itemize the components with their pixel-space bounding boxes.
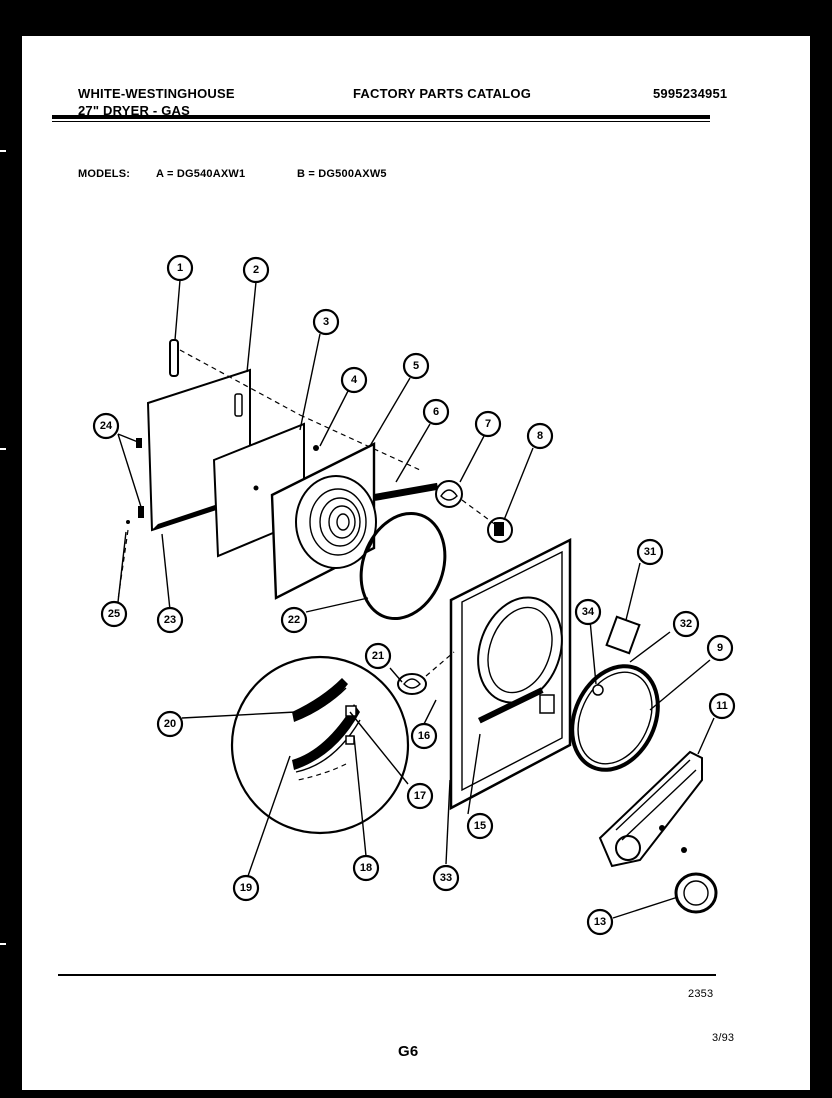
liner-screw: [313, 445, 319, 451]
door-switch: [539, 694, 555, 714]
hinge-cover: [397, 673, 427, 695]
callout-18: 18: [352, 854, 380, 882]
catalog-title: FACTORY PARTS CATALOG: [353, 86, 532, 101]
callout-5: 5: [402, 352, 430, 380]
inner-panel-screw: [253, 485, 259, 491]
product-name: 27" DRYER - GAS: [78, 103, 190, 118]
door-liner-bowl: [295, 475, 377, 569]
detail-felt-seal: [292, 678, 348, 722]
svg-text:15: 15: [474, 820, 486, 832]
svg-text:21: 21: [372, 650, 384, 662]
callout-2: 2: [242, 256, 270, 284]
callout-20: 20: [156, 710, 184, 738]
scan-edge-mark: [0, 943, 6, 945]
svg-text:19: 19: [240, 882, 252, 894]
callout-21: 21: [364, 642, 392, 670]
door-hinge-pin: [169, 339, 179, 377]
drum-bearing: [674, 872, 718, 914]
svg-text:2: 2: [253, 264, 259, 276]
svg-text:13: 13: [594, 916, 606, 928]
svg-text:9: 9: [717, 642, 723, 654]
hinge-connector: [374, 482, 439, 501]
callout-34: 34: [574, 598, 602, 626]
callout-22: 22: [280, 606, 308, 634]
svg-text:16: 16: [418, 730, 430, 742]
callout-16: 16: [410, 722, 438, 750]
svg-text:4: 4: [351, 374, 358, 386]
door-screw-upper: [136, 438, 142, 448]
svg-text:31: 31: [644, 546, 656, 558]
callout-13: 13: [586, 908, 614, 936]
scan-edge-mark: [0, 150, 6, 152]
glide-clip: [592, 684, 604, 696]
callout-32: 32: [672, 610, 700, 638]
front-panel-opening: [477, 596, 563, 704]
callout-6: 6: [422, 398, 450, 426]
svg-text:7: 7: [485, 418, 491, 430]
header-rule: [52, 115, 710, 119]
model-b: B = DG500AXW5: [297, 168, 387, 180]
model-a: A = DG540AXW1: [156, 168, 246, 180]
callout-17: 17: [406, 782, 434, 810]
svg-text:17: 17: [414, 790, 426, 802]
callout-33: 33: [432, 864, 460, 892]
callout-8: 8: [526, 422, 554, 450]
callout-15: 15: [466, 812, 494, 840]
svg-text:34: 34: [582, 606, 595, 618]
callout-9: 9: [706, 634, 734, 662]
footer-rule: [58, 974, 716, 976]
door-gasket: [359, 511, 447, 621]
svg-text:5: 5: [413, 360, 419, 372]
callout-3: 3: [312, 308, 340, 336]
callout-11: 11: [708, 692, 736, 720]
svg-text:3: 3: [323, 316, 329, 328]
svg-text:25: 25: [108, 608, 120, 620]
callout-24: 24: [92, 412, 120, 440]
svg-text:1: 1: [177, 262, 183, 274]
svg-text:18: 18: [360, 862, 372, 874]
bearing-ring: [570, 664, 660, 772]
callout-23: 23: [156, 606, 184, 634]
callout-7: 7: [474, 410, 502, 438]
detail-trap-duct: [292, 704, 360, 770]
revision-date: 3/93: [712, 1032, 735, 1044]
catalog-number: 5995234951: [653, 86, 728, 101]
drum-glide: [605, 615, 641, 655]
page-number: G6: [398, 1043, 419, 1060]
door-washer: [126, 520, 130, 524]
svg-text:24: 24: [100, 420, 113, 432]
door-latch: [234, 393, 243, 417]
callout-19: 19: [232, 874, 260, 902]
svg-text:32: 32: [680, 618, 692, 630]
door-hinge: [435, 480, 463, 508]
scan-edge-mark: [0, 448, 6, 450]
callout-1: 1: [166, 254, 194, 282]
svg-text:8: 8: [537, 430, 543, 442]
header-rule-thin: [52, 121, 710, 122]
svg-text:33: 33: [440, 872, 452, 884]
svg-text:22: 22: [288, 614, 300, 626]
models-label: MODELS:: [78, 168, 131, 180]
callout-25: 25: [100, 600, 128, 628]
svg-text:11: 11: [716, 700, 728, 712]
callout-4: 4: [340, 366, 368, 394]
brand-name: WHITE-WESTINGHOUSE: [78, 86, 235, 101]
door-screw-lower: [138, 506, 144, 518]
svg-text:6: 6: [433, 406, 439, 418]
drawing-number: 2353: [688, 988, 714, 1000]
catalog-page: [22, 36, 810, 1090]
svg-text:20: 20: [164, 718, 176, 730]
callout-31: 31: [636, 538, 664, 566]
svg-text:23: 23: [164, 614, 176, 626]
